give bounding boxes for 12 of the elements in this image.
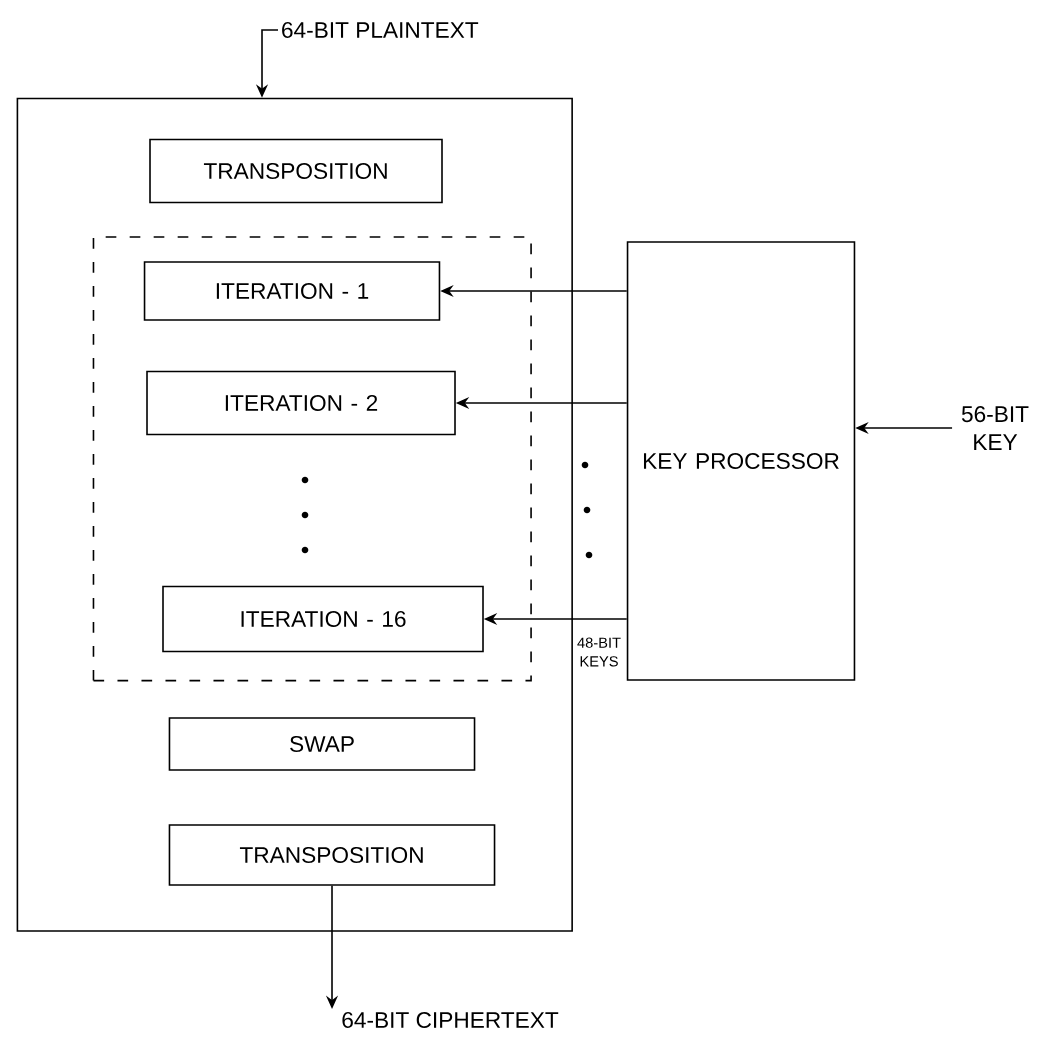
text-label: 64-BIT CIPHERTEXT — [342, 1011, 559, 1029]
text-label: 64-BIT PLAINTEXT — [282, 21, 479, 39]
process-box: ITERATION - 16 — [162, 585, 484, 653]
process-box: ITERATION - 1 — [143, 261, 441, 321]
iteration-group — [92, 236, 532, 682]
process-box: TRANSPOSITION — [149, 138, 443, 204]
process-box: KEY PROCESSOR — [626, 241, 856, 681]
process-box: TRANSPOSITION — [168, 824, 496, 886]
process-box: SWAP — [168, 717, 476, 771]
text-label: 56-BIT KEY — [961, 406, 1029, 450]
cipher-block — [16, 97, 573, 932]
process-box: ITERATION - 2 — [146, 370, 456, 436]
